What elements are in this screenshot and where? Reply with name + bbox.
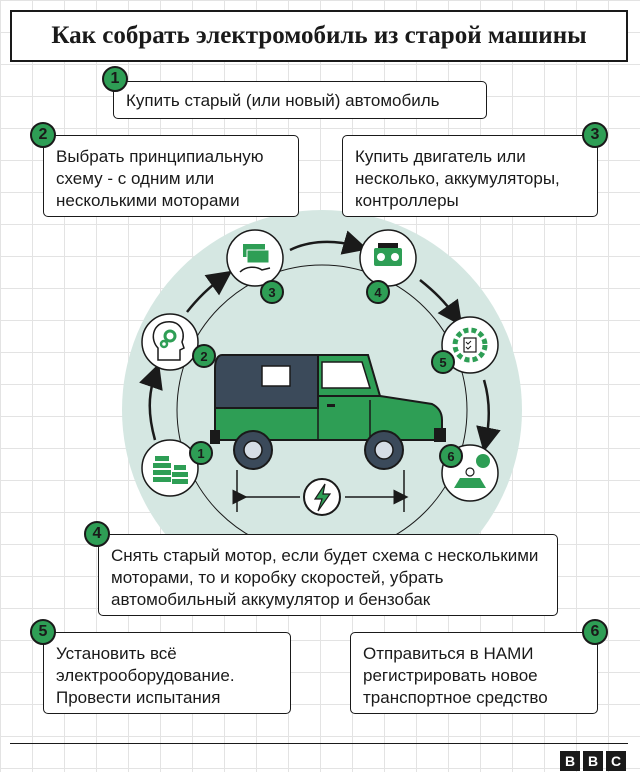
step-3-box: Купить двигатель или несколько, аккумуля… [342, 135, 598, 217]
cycle-badge-6 [439, 444, 463, 468]
arrow-3-4 [289, 230, 369, 255]
cycle-badges [189, 280, 463, 468]
step-5-box: Установить всё электрооборудование. Пров… [43, 632, 291, 714]
step-3-badge: 3 [582, 122, 608, 148]
car-wheel-rear [233, 430, 273, 470]
footer-divider [10, 743, 628, 744]
page-title: Как собрать электромобиль из старой маши… [10, 10, 628, 62]
step-4-box: Снять старый мотор, если будет схема с н… [98, 534, 558, 616]
cycle-badge-6-label: 6 [447, 449, 454, 464]
lightning-icon [303, 478, 341, 516]
wheelbase-dimension [232, 470, 409, 516]
cycle-badge-3-label: 3 [268, 285, 275, 300]
step-2-badge: 2 [30, 122, 56, 148]
cash-in-hand-icon [226, 229, 284, 287]
cycle-badge-1 [189, 441, 213, 465]
bbc-logo: B B C [560, 751, 626, 771]
arrow-5-6 [476, 379, 501, 453]
cycle-badge-1-label: 1 [197, 446, 204, 461]
step-5-text: Установить всё электрооборудование. Пров… [56, 644, 235, 707]
bbc-logo-letter-3: C [606, 751, 626, 771]
bbc-logo-letter-2: B [583, 751, 603, 771]
step-3-text: Купить двигатель или несколько, аккумуля… [355, 147, 560, 210]
step-5-badge: 5 [30, 619, 56, 645]
step-6-badge: 6 [582, 619, 608, 645]
step-1-badge: 1 [102, 66, 128, 92]
arrow-1-2 [139, 363, 163, 441]
head-gears-icon [141, 313, 199, 371]
cycle-badge-4-label: 4 [374, 285, 382, 300]
cycle-badge-5-label: 5 [439, 355, 446, 370]
gear-checklist-icon [441, 316, 499, 374]
step-1-box: Купить старый (или новый) автомобиль [113, 81, 487, 119]
step-6-box: Отправиться в НАМИ регистрировать новое … [350, 632, 598, 714]
arrow-4-5 [419, 279, 463, 327]
step-2-text: Выбрать принципиальную схему - с одним и… [56, 147, 264, 210]
bbc-logo-letter-1: B [560, 751, 580, 771]
cycle-badge-3 [260, 280, 284, 304]
arrow-2-3 [186, 270, 233, 313]
cycle-badge-4 [366, 280, 390, 304]
car-wheel-front [364, 430, 404, 470]
step-4-badge: 4 [84, 521, 110, 547]
car-body [214, 395, 443, 441]
cycle-badge-2-label: 2 [200, 349, 207, 364]
money-stacks-icon [141, 439, 199, 497]
engine-icon [359, 229, 417, 287]
step-4-text: Снять старый мотор, если будет схема с н… [111, 546, 539, 609]
cycle-badge-2 [192, 344, 216, 368]
step-2-box: Выбрать принципиальную схему - с одним и… [43, 135, 299, 217]
car-illustration [210, 354, 446, 470]
cycle-badge-5 [431, 350, 455, 374]
car-rear-window [261, 365, 291, 387]
step-6-text: Отправиться в НАМИ регистрировать новое … [363, 644, 548, 707]
car-front-window [321, 361, 372, 389]
step-1-text: Купить старый (или новый) автомобиль [126, 91, 440, 110]
